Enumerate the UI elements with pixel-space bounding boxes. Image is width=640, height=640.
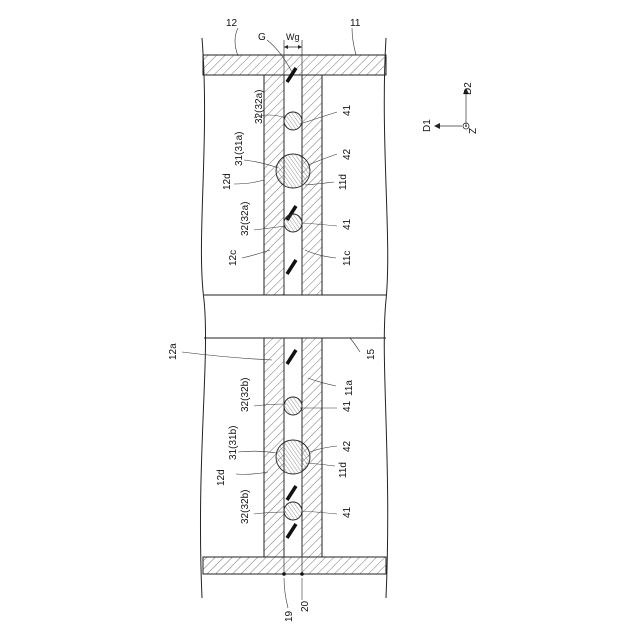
- gap-band: [204, 295, 386, 338]
- label-41-4: 41: [342, 506, 353, 518]
- large-ball-1: [276, 154, 310, 188]
- label-12c: 12c: [228, 250, 239, 266]
- axes-indicator: D2 D1 Z: [422, 82, 479, 134]
- label-12a: 12a: [168, 343, 179, 360]
- label-12d-2: 12d: [216, 469, 227, 486]
- label-11d-2: 11d: [338, 462, 349, 478]
- label-41-2: 41: [342, 218, 353, 230]
- label-11a: 11a: [344, 380, 355, 396]
- marker-dot-19: [282, 572, 286, 576]
- axis-d1-label: D1: [422, 119, 433, 132]
- label-g: G: [258, 32, 266, 43]
- label-19: 19: [284, 610, 295, 622]
- small-ball-2: [284, 214, 302, 232]
- marker-dot-20: [300, 572, 304, 576]
- label-15: 15: [366, 348, 377, 360]
- small-ball-4: [284, 502, 302, 520]
- bottom-flange: [203, 557, 386, 574]
- label-31a: 31(31a): [234, 132, 245, 166]
- label-11c: 11c: [342, 251, 353, 266]
- label-42-2: 42: [342, 440, 353, 452]
- label-41-3: 41: [342, 400, 353, 412]
- small-ball-1: [284, 112, 302, 130]
- label-20: 20: [300, 600, 311, 612]
- label-41-1: 41: [342, 104, 353, 116]
- wg-dimension: [284, 40, 302, 55]
- label-32a-1: 32(32a): [254, 90, 265, 124]
- balls: [276, 112, 310, 520]
- axis-z-label: Z: [468, 128, 479, 134]
- label-wg: Wg: [286, 32, 300, 42]
- left-wall-upper: [264, 75, 284, 295]
- label-32b-1: 32(32b): [240, 378, 251, 412]
- label-32b-2: 32(32b): [240, 490, 251, 524]
- label-12d-1: 12d: [222, 173, 233, 190]
- label-12: 12: [226, 18, 238, 29]
- label-31b: 31(31b): [228, 426, 239, 460]
- axis-d2-label: D2: [463, 82, 474, 95]
- small-ball-3: [284, 397, 302, 415]
- label-42-1: 42: [342, 148, 353, 160]
- label-11d-1: 11d: [338, 174, 349, 190]
- label-32a-2: 32(32a): [240, 202, 251, 236]
- large-ball-2: [276, 440, 310, 474]
- label-11: 11: [350, 18, 361, 29]
